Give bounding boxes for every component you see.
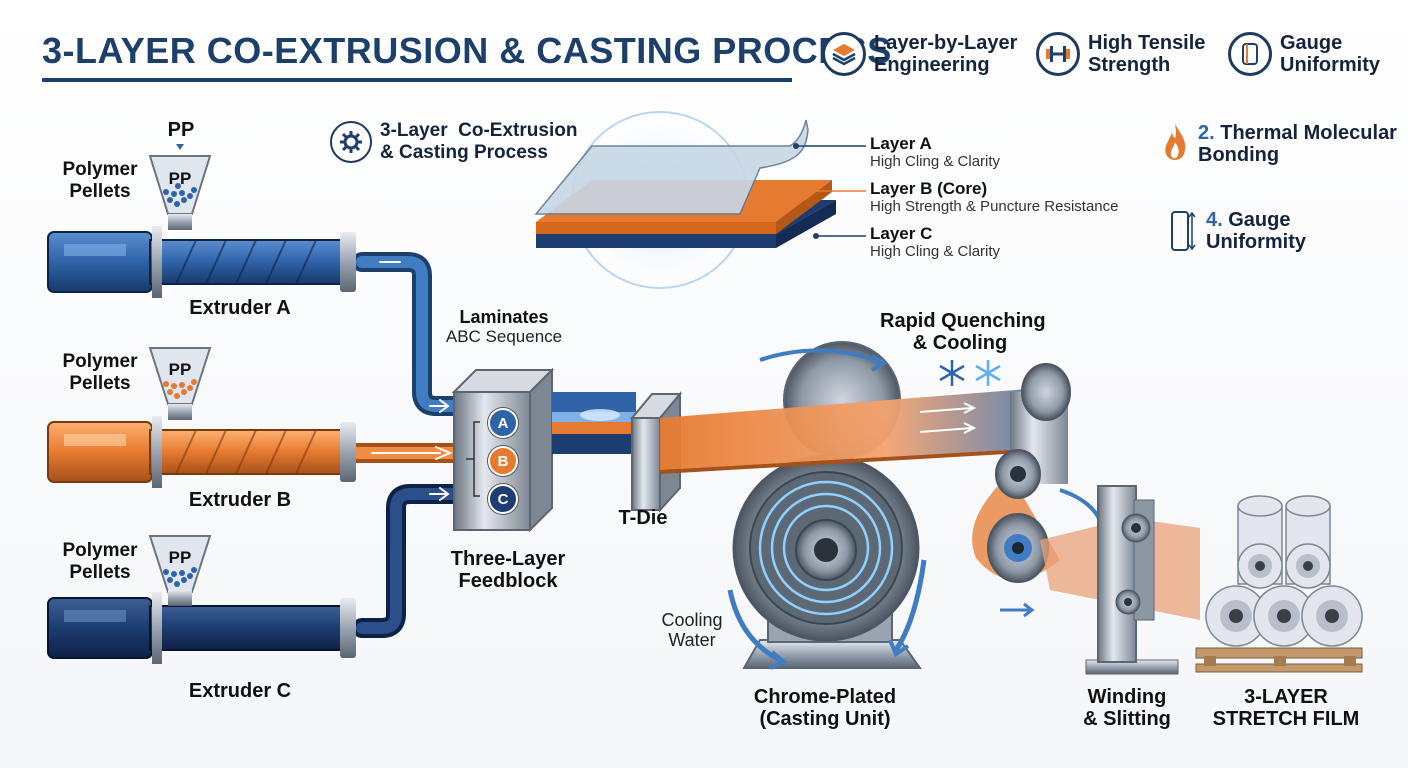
layer-b-badge: B: [488, 446, 518, 476]
dumbbell-icon: [1036, 32, 1080, 76]
note-label: 4. Gauge Uniformity: [1206, 209, 1306, 253]
layer-a-desc: High Cling & Clarity: [870, 153, 1001, 170]
process-badge: 3-Layer Co-Extrusion & Casting Process: [330, 120, 577, 164]
note-thermal-bonding: 2. Thermal Molecular Bonding: [1160, 122, 1397, 166]
layer-a-name: Layer A: [870, 134, 932, 153]
layer-a-badge: A: [488, 408, 518, 438]
feature-label: Gauge Uniformity: [1280, 32, 1380, 76]
page-title: 3-LAYER CO-EXTRUSION & CASTING PROCESS: [42, 30, 892, 71]
gauge-roll-icon: [1171, 211, 1196, 251]
title-underline: [42, 78, 792, 82]
extruder-b-label: Extruder B: [188, 489, 292, 511]
cooling-water-label: Cooling Water: [661, 610, 723, 650]
feature-layer-engineering: Layer-by-Layer Engineering: [822, 32, 1017, 76]
layer-c-badge: C: [488, 484, 518, 514]
extruder-a-label: Extruder A: [189, 297, 291, 319]
film-rolls: [1195, 495, 1363, 673]
layer-b-name: Layer B (Core): [870, 179, 988, 198]
layer-c-name: Layer C: [870, 224, 933, 243]
film-web: [660, 388, 1040, 474]
hopper-label: PP: [168, 360, 192, 379]
pellets-label: Polymer Pellets: [62, 351, 138, 394]
extruder-b-body: [47, 347, 356, 488]
winding-label: Winding & Slitting: [1083, 686, 1171, 730]
casting-unit-label: Chrome-Plated (Casting Unit): [753, 686, 897, 730]
snowflake-icon: [939, 360, 965, 386]
t-die-label: T-Die: [618, 507, 668, 529]
feature-label: High Tensile Strength: [1088, 32, 1206, 76]
feature-tensile-strength: High Tensile Strength: [1036, 32, 1205, 76]
layers-icon: [822, 32, 866, 76]
feature-label: Layer-by-Layer Engineering: [874, 32, 1018, 76]
film-layers-illustration: [534, 105, 866, 295]
winder-frame: [1085, 485, 1179, 675]
laminates-sub: ABC Sequence: [445, 327, 563, 346]
feedblock-label: Three-Layer Feedblock: [450, 548, 566, 592]
flame-icon: [1165, 124, 1186, 160]
die-channel: [552, 392, 636, 454]
process-badge-label: 3-Layer Co-Extrusion & Casting Process: [380, 120, 578, 163]
feature-gauge-uniformity: Gauge Uniformity: [1228, 32, 1380, 76]
laminates-title: Laminates: [459, 307, 549, 327]
film-roll-icon: [1228, 32, 1272, 76]
note-gauge-uniformity: 4. Gauge Uniformity: [1168, 208, 1306, 254]
hopper-label: PP: [168, 548, 192, 567]
layer-c-desc: High Cling & Clarity: [870, 243, 1001, 260]
extruder-a-body: [47, 144, 356, 298]
product-label: 3-LAYER STRETCH FILM: [1212, 686, 1360, 730]
snowflake-icon: [975, 360, 1001, 386]
extruder-c-label: Extruder C: [188, 680, 292, 702]
gear-icon: [330, 121, 372, 163]
note-label: 2. Thermal Molecular Bonding: [1198, 122, 1397, 166]
extruder-c-body: [47, 535, 356, 664]
material-label: PP: [167, 119, 195, 141]
melt-pipes: [346, 252, 466, 638]
pellets-label: Polymer Pellets: [62, 540, 138, 583]
pellets-label: Polymer Pellets: [62, 159, 138, 202]
quench-label: Rapid Quenching & Cooling: [880, 310, 1046, 354]
hopper-label: PP: [168, 169, 192, 188]
layer-b-desc: High Strength & Puncture Resistance: [870, 198, 1119, 215]
